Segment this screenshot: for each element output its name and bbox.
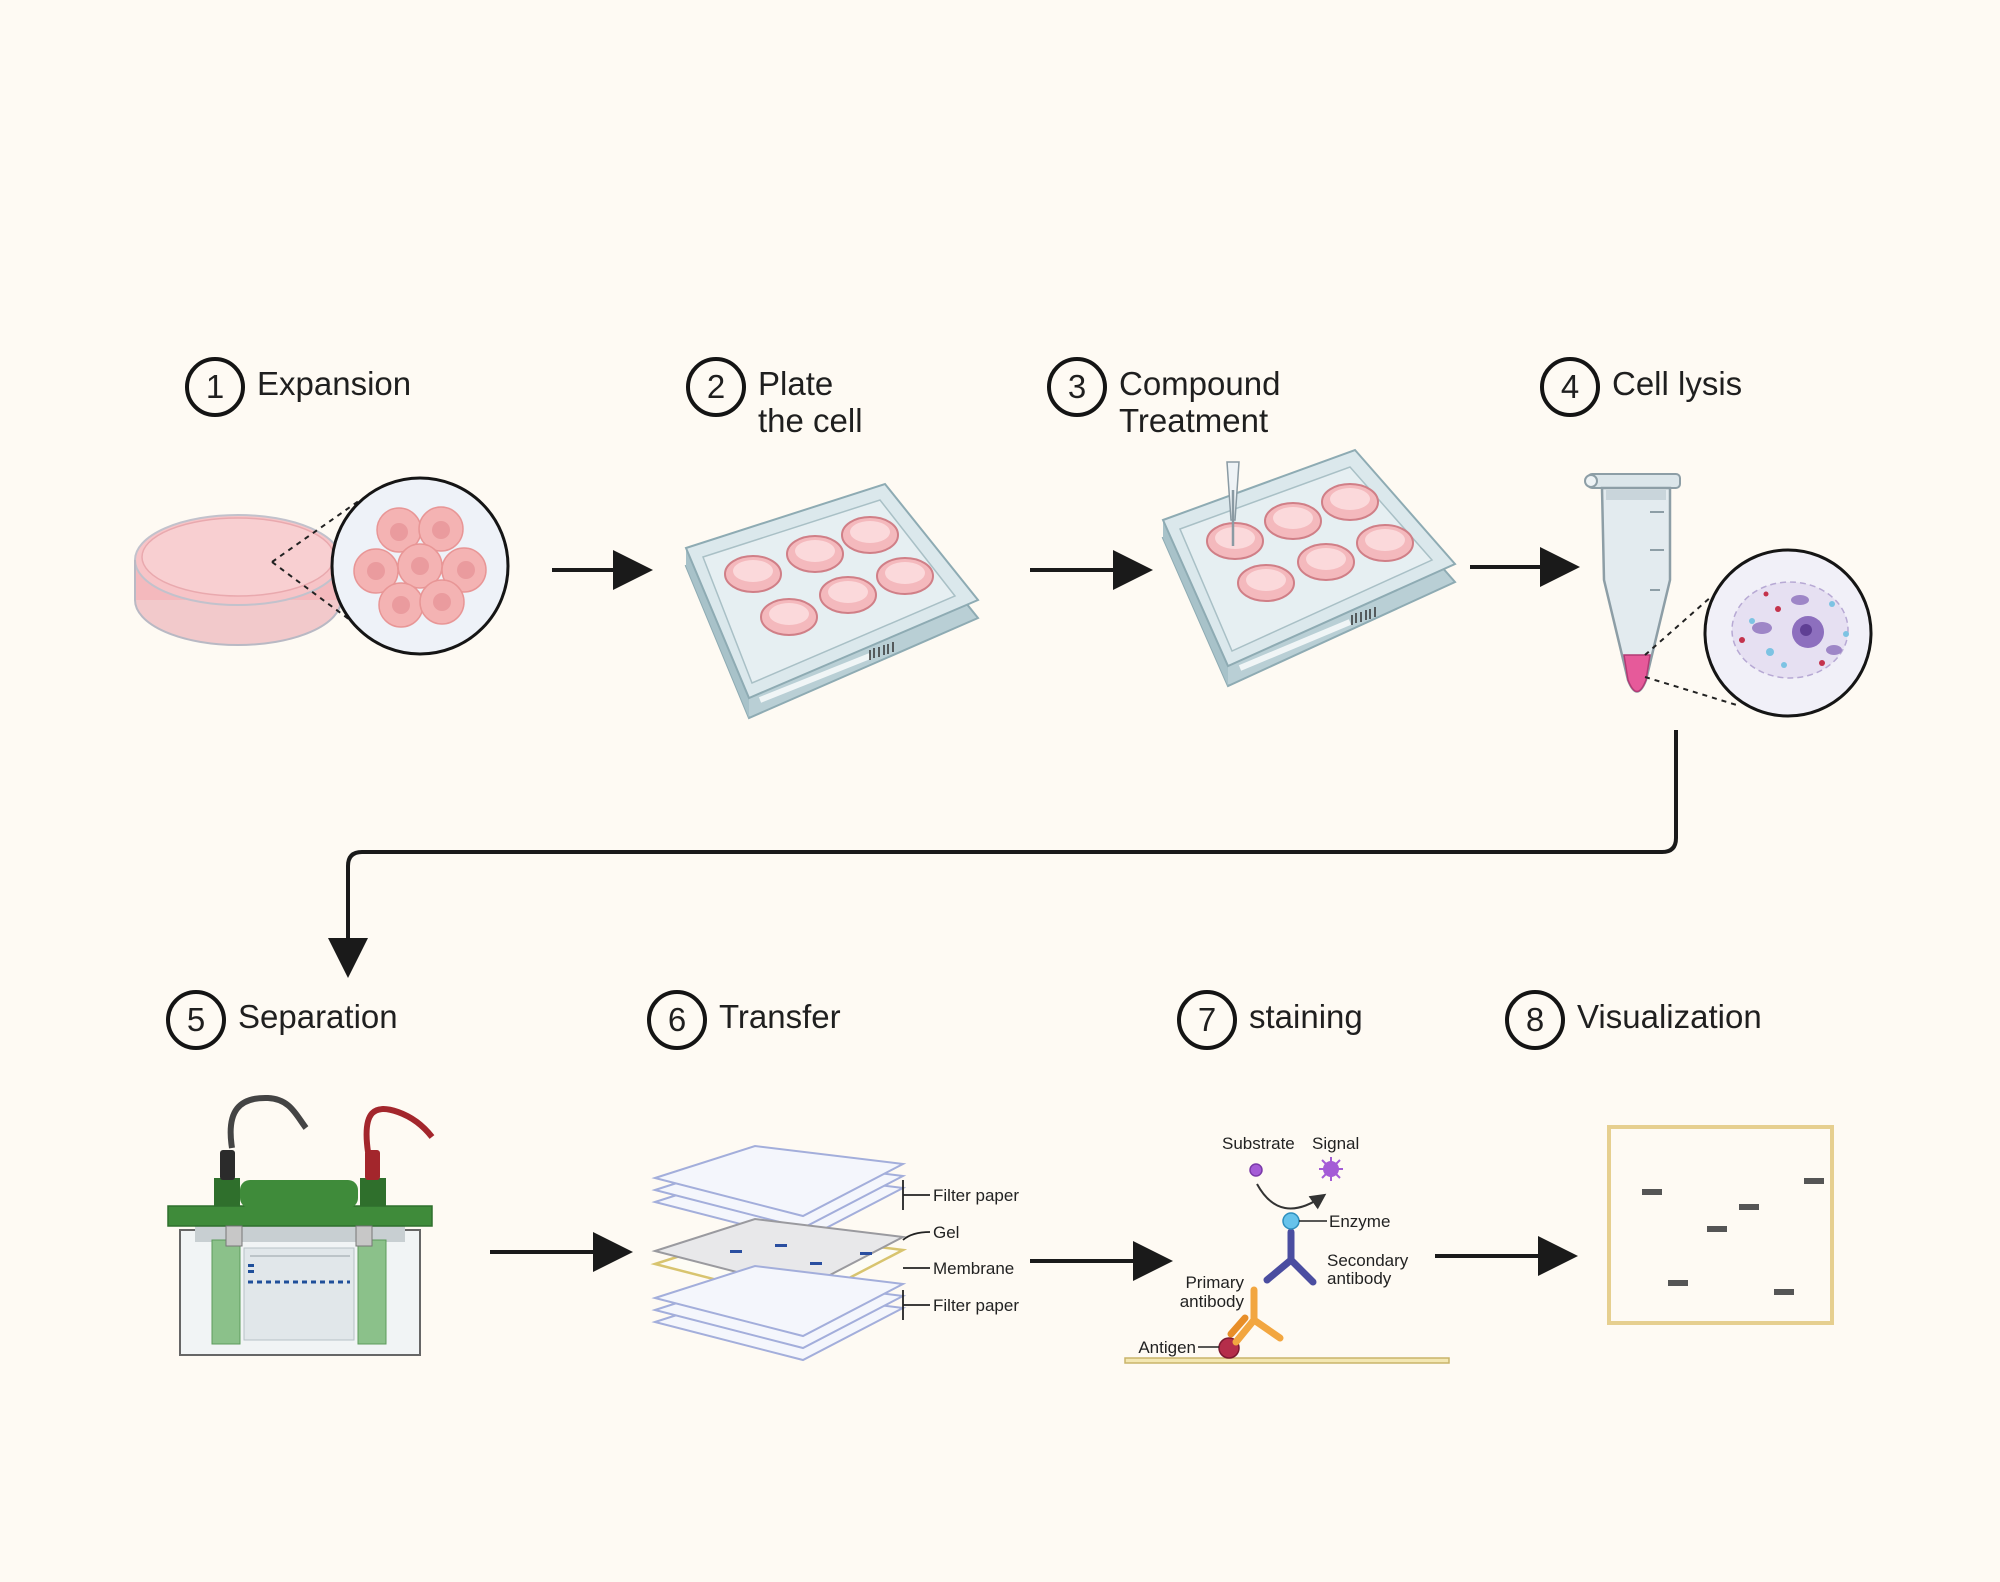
step-number: 3 [1047, 357, 1107, 417]
secondary-antibody-icon [1263, 1228, 1317, 1286]
antigen-label: Antigen [1138, 1338, 1196, 1357]
blot-result-icon [1607, 1125, 1834, 1325]
step-6-header: 6 Transfer [647, 990, 841, 1050]
filter-paper-bottom-label: Filter paper [933, 1296, 1019, 1315]
step-number: 6 [647, 990, 707, 1050]
primary-antibody-label: Primary [1185, 1273, 1244, 1292]
transfer-label-leaders [902, 1180, 931, 1320]
secondary-antibody-label: Secondary [1327, 1251, 1409, 1270]
transfer-stack-icon [650, 1144, 908, 1362]
step-5-header: 5 Separation [166, 990, 398, 1050]
enzyme-label: Enzyme [1329, 1212, 1390, 1231]
arrow-4-5 [328, 730, 1678, 978]
step-8-header: 8 Visualization [1505, 990, 1762, 1050]
blot-band [1739, 1204, 1759, 1210]
blot-band [1707, 1226, 1727, 1232]
enzyme-icon [1282, 1212, 1300, 1230]
blot-band [1804, 1178, 1824, 1184]
antibody-staining-icon [1124, 1157, 1450, 1364]
primary-antibody-label-2: antibody [1180, 1292, 1245, 1311]
lysed-cell-zoom-icon [1703, 548, 1873, 718]
step-1-header: 1 Expansion [185, 357, 411, 417]
pipette-tip-icon [1226, 461, 1240, 546]
gel-label: Gel [933, 1223, 959, 1242]
step-number: 1 [185, 357, 245, 417]
zoom-connector-lines [1644, 595, 1741, 707]
step-number: 7 [1177, 990, 1237, 1050]
zoom-connector-lines [271, 499, 361, 621]
blot-band [1774, 1289, 1794, 1295]
step-label: Expansion [257, 365, 412, 402]
step-label: Transfer [719, 998, 841, 1035]
blot-band [1668, 1280, 1688, 1286]
step-label: Separation [238, 998, 398, 1035]
signal-icon [1319, 1157, 1343, 1181]
microcentrifuge-tube-icon [1584, 473, 1681, 693]
step-7-header: 7 staining [1177, 990, 1363, 1050]
treated-well-plate-icon [1161, 448, 1457, 688]
substrate-label: Substrate [1222, 1134, 1295, 1153]
step-number: 4 [1540, 357, 1600, 417]
step-label: staining [1249, 998, 1363, 1035]
step-number: 8 [1505, 990, 1565, 1050]
primary-antibody-icon [1227, 1286, 1284, 1346]
blot-band [1642, 1189, 1662, 1195]
membrane-label: Membrane [933, 1259, 1014, 1278]
signal-label: Signal [1312, 1134, 1359, 1153]
step-number: 5 [166, 990, 226, 1050]
filter-paper-top-label: Filter paper [933, 1186, 1019, 1205]
cell-cluster-zoom-icon [330, 476, 510, 656]
petri-dish-icon [134, 514, 342, 646]
flow-arrows [328, 547, 1678, 1281]
step-4-header: 4 Cell lysis [1540, 357, 1742, 417]
electrophoresis-tank-icon [167, 1094, 435, 1356]
secondary-antibody-label-2: antibody [1327, 1269, 1392, 1288]
substrate-icon [1249, 1163, 1263, 1177]
step-label: Cell lysis [1612, 365, 1743, 402]
step-number: 2 [686, 357, 746, 417]
step-label: Visualization [1577, 998, 1762, 1035]
well-plate-icon [684, 482, 980, 720]
